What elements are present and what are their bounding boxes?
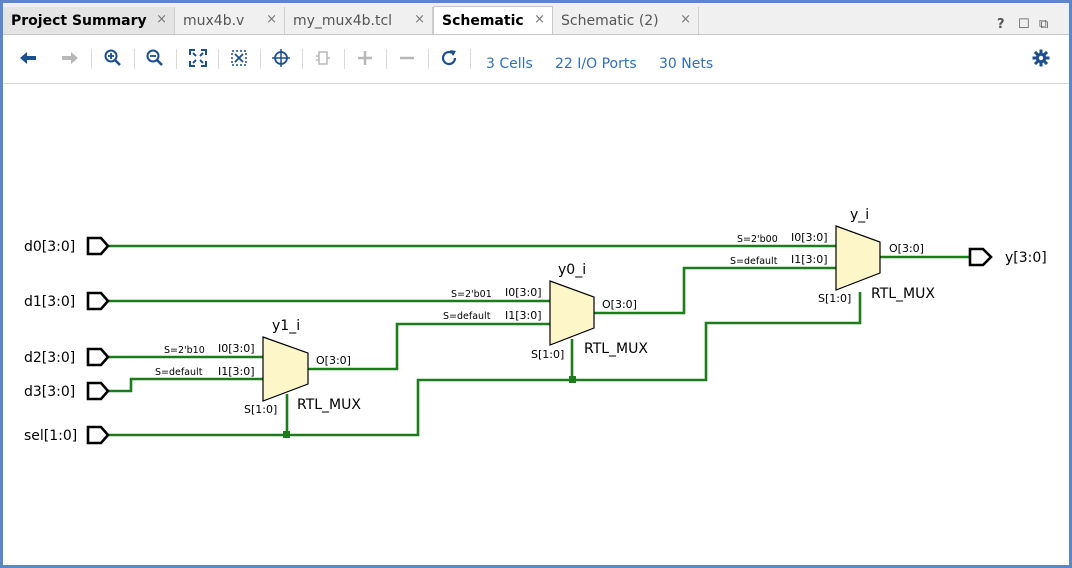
input-port-d3[interactable] (86, 381, 110, 401)
toolbar-divider (386, 49, 387, 69)
select-value-i0: S=2'b10 (164, 345, 205, 356)
pin-o: O[3:0] (316, 354, 351, 367)
select-area-icon[interactable] (266, 43, 296, 73)
expand-icon[interactable] (350, 43, 380, 73)
select-value-i0: S=2'b01 (451, 289, 492, 300)
forward-icon[interactable] (55, 43, 85, 73)
close-icon[interactable]: × (680, 12, 691, 27)
tab-schematic-2[interactable]: Schematic (2) × (553, 7, 699, 34)
tab-project-summary[interactable]: Project Summary × (3, 7, 175, 34)
cell-name: y_i (850, 207, 869, 223)
cell-name: y0_i (558, 262, 586, 278)
io-ports-link[interactable]: 22 I/O Ports (555, 56, 637, 72)
net-d3[interactable] (108, 377, 263, 393)
tab-schematic[interactable]: Schematic × (433, 6, 553, 34)
toolbar-divider (428, 49, 429, 69)
cell-type: RTL_MUX (871, 286, 935, 302)
toolbar-divider (134, 49, 135, 69)
cell-icon[interactable] (308, 43, 338, 73)
port-label-d3: d3[3:0] (24, 384, 75, 400)
pin-i1: I1[3:0] (791, 253, 828, 266)
toolbar-divider (176, 49, 177, 69)
gear-icon[interactable] (1026, 43, 1056, 73)
pin-i1: I1[3:0] (505, 309, 542, 322)
back-icon[interactable] (13, 43, 43, 73)
tab-label: my_mux4b.tcl (293, 12, 393, 29)
toolbar-divider (218, 49, 219, 69)
pin-i0: I0[3:0] (791, 231, 828, 244)
zoom-out-icon[interactable] (140, 43, 170, 73)
mux-body[interactable] (262, 336, 309, 402)
pin-o: O[3:0] (602, 298, 637, 311)
toolbar: 3 Cells 22 I/O Ports 30 Nets (3, 35, 1069, 84)
float-icon[interactable]: ⧉ (1039, 17, 1049, 32)
tab-label: mux4b.v (183, 12, 245, 29)
nets-link[interactable]: 30 Nets (659, 56, 714, 72)
input-port-sel[interactable] (86, 425, 110, 445)
mux-body[interactable] (835, 225, 881, 291)
pin-s: S[1:0] (244, 403, 277, 416)
restore-icon[interactable]: ☐ (1018, 17, 1030, 32)
port-label-d0: d0[3:0] (24, 239, 75, 255)
toolbar-divider (260, 49, 261, 69)
select-value-i1: S=default (443, 311, 491, 322)
tab-my-mux4b-tcl[interactable]: my_mux4b.tcl × (285, 7, 433, 34)
select-value-i1: S=default (155, 367, 203, 378)
nets (108, 244, 970, 437)
toolbar-divider (470, 49, 471, 69)
select-value-i0: S=2'b00 (737, 234, 778, 245)
tab-label: Schematic (442, 12, 524, 29)
help-icon[interactable]: ? (997, 17, 1005, 32)
pin-o: O[3:0] (889, 242, 924, 255)
net-y1-out[interactable] (308, 322, 550, 371)
toolbar-divider (344, 49, 345, 69)
input-port-d1[interactable] (86, 291, 110, 311)
zoom-in-icon[interactable] (98, 43, 128, 73)
schematic-canvas[interactable]: d0[3:0] d1[3:0] d2[3:0] d3[3:0] sel[1:0]… (3, 84, 1069, 565)
cell-name: y1_i (272, 318, 300, 334)
toolbar-divider (91, 49, 92, 69)
pin-i0: I0[3:0] (505, 286, 542, 299)
mux-body[interactable] (549, 280, 595, 346)
pin-s: S[1:0] (818, 292, 851, 305)
input-port-d2[interactable] (86, 347, 110, 367)
fit-selection-icon[interactable] (224, 43, 254, 73)
pin-s: S[1:0] (531, 348, 564, 361)
cells-link[interactable]: 3 Cells (486, 56, 533, 72)
cell-y1-i[interactable]: y1_i I0[3:0] I1[3:0] S=2'b10 S=default O… (155, 318, 361, 416)
port-label-d1: d1[3:0] (24, 294, 75, 310)
tab-label: Project Summary (11, 12, 147, 29)
cell-y0-i[interactable]: y0_i I0[3:0] I1[3:0] S=2'b01 S=default O… (443, 262, 648, 361)
close-icon[interactable]: × (414, 12, 425, 27)
output-port-y[interactable] (968, 247, 993, 267)
input-port-d0[interactable] (86, 236, 110, 256)
collapse-icon[interactable] (392, 43, 422, 73)
close-icon[interactable]: × (266, 12, 277, 27)
junction-dot (569, 376, 576, 383)
pin-i0: I0[3:0] (218, 342, 255, 355)
select-value-i1: S=default (730, 256, 778, 267)
zoom-fit-icon[interactable] (183, 43, 213, 73)
cell-type: RTL_MUX (297, 397, 361, 413)
net-sel[interactable] (108, 292, 862, 437)
tab-label: Schematic (2) (561, 12, 659, 29)
junction-dot (283, 431, 290, 438)
close-icon[interactable]: × (534, 12, 545, 27)
close-icon[interactable]: × (156, 12, 167, 27)
port-label-y: y[3:0] (1005, 250, 1047, 266)
port-label-sel: sel[1:0] (24, 428, 77, 444)
cell-y-i[interactable]: y_i I0[3:0] I1[3:0] S=2'b00 S=default O[… (730, 207, 935, 305)
pin-i1: I1[3:0] (218, 365, 255, 378)
net-y0-out[interactable] (594, 266, 836, 315)
tab-bar: Project Summary × mux4b.v × my_mux4b.tcl… (3, 3, 1069, 35)
port-label-d2: d2[3:0] (24, 350, 75, 366)
refresh-icon[interactable] (434, 43, 464, 73)
tab-mux4b-v[interactable]: mux4b.v × (175, 7, 285, 34)
cell-type: RTL_MUX (584, 341, 648, 357)
toolbar-divider (302, 49, 303, 69)
